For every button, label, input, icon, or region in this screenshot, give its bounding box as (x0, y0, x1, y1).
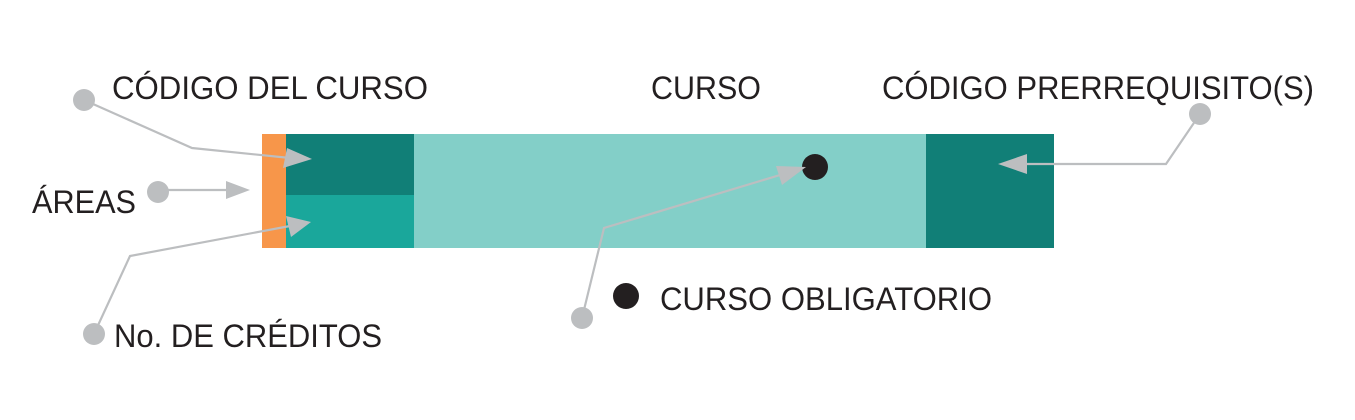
label-course: CURSO (651, 70, 761, 106)
label-course-code: CÓDIGO DEL CURSO (112, 70, 428, 106)
prereq-block (926, 134, 1054, 248)
leader-dot-icon (571, 307, 593, 329)
leader-course-code (83, 98, 291, 160)
arrow-head-icon (226, 181, 250, 199)
arrow-head-icon (776, 166, 806, 185)
leader-dot-icon (147, 181, 169, 203)
mandatory-legend-dot (613, 283, 639, 309)
code-block (286, 134, 414, 195)
leader-dot-icon (1189, 103, 1211, 125)
course-block (414, 134, 926, 248)
leader-dot-icon (73, 89, 95, 111)
arrow-heads (226, 148, 1027, 237)
leader-lines (83, 98, 1201, 335)
leader-prereq (1020, 113, 1201, 166)
leader-dots (73, 89, 1211, 345)
leader-mandatory (580, 170, 791, 319)
arrow-head-icon (998, 154, 1027, 174)
label-mandatory: CURSO OBLIGATORIO (660, 281, 992, 317)
label-prereq-code: CÓDIGO PRERREQUISITO(S) (882, 70, 1314, 106)
leader-dot-icon (83, 323, 105, 345)
mandatory-marker-dot (802, 154, 828, 180)
leader-credits (93, 224, 291, 335)
arrow-head-icon (286, 216, 311, 237)
arrow-head-icon (283, 148, 312, 168)
label-areas: ÁREAS (32, 184, 136, 220)
label-credits: No. DE CRÉDITOS (114, 318, 382, 354)
